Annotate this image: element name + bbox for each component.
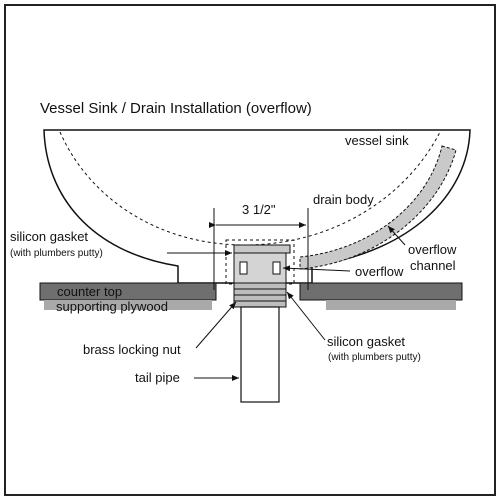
- drain-flange: [233, 244, 291, 254]
- label-vessel-sink: vessel sink: [345, 133, 409, 148]
- plywood-left: [44, 300, 212, 310]
- pointer-gasket-bottom: [286, 291, 326, 341]
- overflow-hole-right: [272, 261, 281, 275]
- locking-nut-1: [233, 282, 287, 290]
- label-silicon-gasket-top: silicon gasket: [10, 229, 88, 244]
- plywood-right: [326, 300, 456, 310]
- locking-nut-4: [233, 300, 287, 308]
- label-overflow-channel-line1: overflow: [408, 242, 457, 257]
- label-overflow: overflow: [355, 264, 404, 279]
- label-putty-note-top: (with plumbers putty): [10, 248, 103, 259]
- label-counter-top: counter top: [57, 284, 122, 299]
- label-overflow-channel-line2: channel: [410, 258, 456, 273]
- label-drain-body: drain body: [313, 192, 374, 207]
- diagram-title: Vessel Sink / Drain Installation (overfl…: [40, 100, 312, 117]
- overflow-hole-left: [239, 261, 248, 275]
- locking-nut-2: [233, 288, 287, 296]
- counter-top-right: [299, 282, 463, 301]
- pointer-overflow-channel: [387, 225, 406, 246]
- locking-nut-3: [233, 294, 287, 302]
- label-tail-pipe: tail pipe: [135, 370, 180, 385]
- label-supporting-plywood: supporting plywood: [56, 299, 168, 314]
- label-dimension: 3 1/2": [242, 202, 276, 217]
- pointer-locking-nut: [195, 301, 237, 349]
- label-brass-locking-nut: brass locking nut: [83, 342, 181, 357]
- tail-pipe: [240, 306, 280, 403]
- label-silicon-gasket-bottom: silicon gasket: [327, 334, 405, 349]
- label-putty-note-bottom: (with plumbers putty): [328, 352, 421, 363]
- pointer-overflow: [282, 265, 351, 272]
